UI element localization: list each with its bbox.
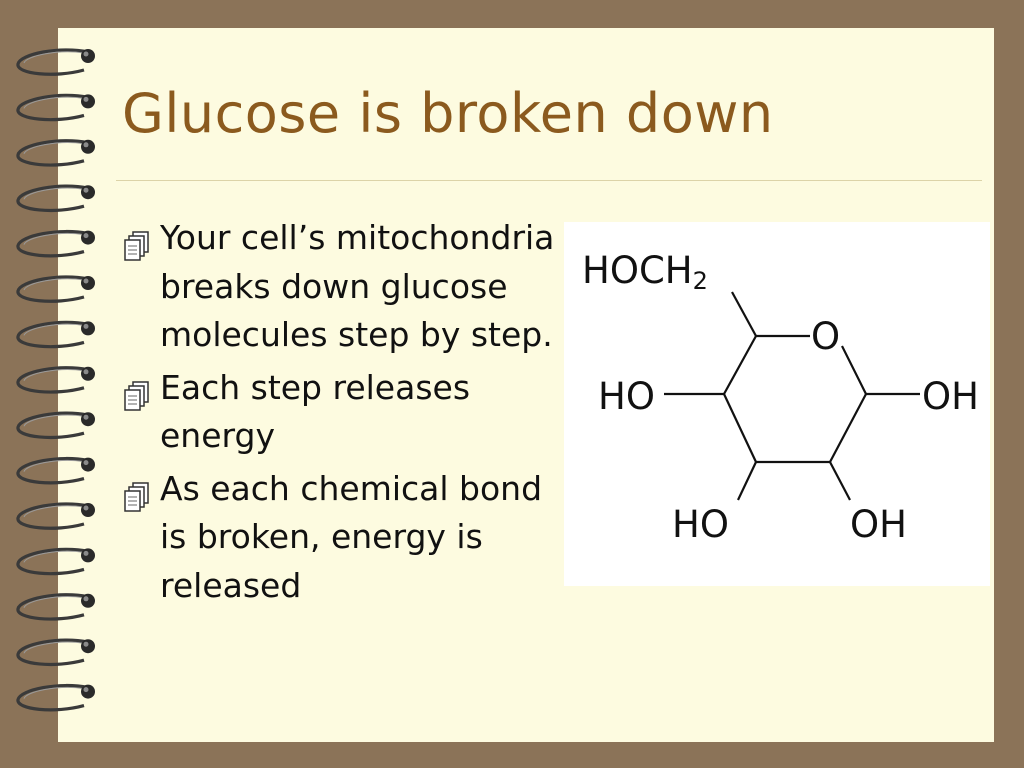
binding-ring: [16, 139, 95, 167]
hydroxyl-right-label: OH: [922, 375, 979, 418]
bullet-text: Each step releases energy: [160, 367, 471, 456]
binding-ring: [16, 48, 95, 76]
binding-ring: [16, 547, 95, 576]
binding-ring: [16, 502, 95, 530]
binding-ring: [16, 638, 95, 667]
glucose-structure: HOCH2 O HO OH HO OH: [564, 222, 990, 586]
bullet-text: Your cell’s mitochondria breaks down glu…: [160, 218, 555, 354]
notebook-icon: [124, 477, 150, 526]
binding-ring: [16, 320, 95, 349]
binding-ring: [16, 184, 95, 213]
binding-ring: [16, 275, 95, 303]
hydroxyl-bottom-left-label: HO: [672, 503, 729, 546]
ring-oxygen-label: O: [811, 315, 841, 358]
binding-ring: [16, 411, 95, 440]
bullet-item: As each chemical bond is broken, energy …: [122, 465, 562, 611]
notebook-icon: [124, 226, 150, 275]
bullet-item: Your cell’s mitochondria breaks down glu…: [122, 214, 562, 360]
hydroxyl-left-label: HO: [598, 375, 655, 418]
bullet-list: Your cell’s mitochondria breaks down glu…: [122, 214, 562, 614]
slide-title: Glucose is broken down: [122, 82, 774, 145]
hoch2-label: HOCH2: [582, 249, 708, 295]
title-divider: [116, 180, 982, 181]
binding-ring: [16, 93, 95, 122]
hydroxyl-bottom-right-label: OH: [850, 503, 907, 546]
spiral-binding-icon: [16, 48, 95, 712]
binding-ring: [16, 683, 95, 712]
glucose-bonds: [664, 291, 920, 501]
binding-ring: [16, 229, 95, 258]
binding-ring: [16, 593, 95, 621]
binding-ring: [16, 456, 95, 485]
binding-ring: [16, 366, 95, 394]
notebook-icon: [124, 376, 150, 425]
bullet-item: Each step releases energy: [122, 364, 562, 461]
bullet-text: As each chemical bond is broken, energy …: [160, 468, 543, 605]
